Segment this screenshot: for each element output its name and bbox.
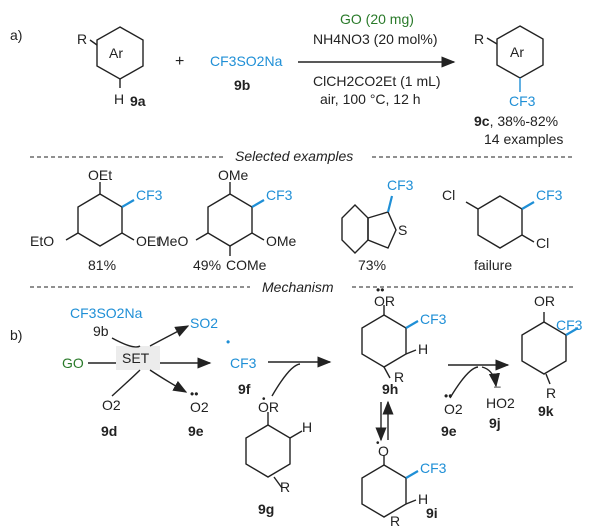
enone-9i-structure (361, 455, 419, 518)
mech-so2: SO2 (190, 315, 218, 331)
example-2-sub-left: MeO (158, 233, 188, 249)
example-1-cf3: CF3 (136, 187, 163, 203)
condition-air: air, 100 °C, 12 h (320, 91, 421, 107)
plus-sign: + (175, 53, 184, 70)
enone-cf3: CF3 (420, 460, 447, 476)
mechanism-header: Mechanism (262, 279, 334, 295)
mech-reagent-id: 9b (93, 323, 109, 339)
product-9k-structure (521, 312, 579, 385)
superoxide-charge: •• (190, 387, 198, 401)
phenol-radical-dot: • (262, 394, 266, 405)
example-1-result: 81% (88, 257, 116, 273)
mech-superoxide2-id: 9e (441, 423, 457, 439)
mech-reagent: CF3SO2Na (70, 305, 143, 321)
adduct-r: R (394, 369, 404, 385)
product-yield-line: 9c, 38%-82% (474, 113, 558, 129)
enone-radical-dot: • (376, 438, 380, 449)
adduct-9h-structure (361, 305, 419, 379)
mech-ho2: HO2 (486, 395, 515, 411)
part-b-label: b) (10, 327, 22, 343)
example-3-cf3: CF3 (387, 177, 414, 193)
product-9c-structure (486, 25, 544, 92)
adduct-h: H (418, 341, 428, 357)
product-r: R (474, 31, 484, 47)
phenol-r: R (280, 479, 290, 495)
condition-nh4no3: NH4NO3 (20 mol%) (313, 31, 437, 47)
enone-r: R (390, 513, 400, 529)
example-3-structure (341, 195, 397, 254)
selected-examples-header: Selected examples (235, 148, 353, 164)
set-arrows (88, 325, 212, 397)
phenol-or: OR (258, 399, 279, 415)
example-2-result: 49% (193, 257, 221, 273)
product-id: 9c (474, 113, 490, 129)
mech-superoxide-id: 9e (188, 423, 204, 439)
product-9k-or: OR (534, 293, 555, 309)
mech-superoxide2: O2 (444, 401, 463, 417)
adduct-id: 9h (382, 381, 398, 397)
mech-o2: O2 (102, 397, 121, 413)
phenol-id: 9g (258, 501, 274, 517)
example-1-sub-left: EtO (30, 233, 54, 249)
reagent-id: 9b (234, 77, 250, 93)
product-9k-id: 9k (538, 403, 554, 419)
mech-o2-id: 9d (101, 423, 117, 439)
substrate-h: H (114, 91, 124, 107)
mech-cf3-radical: CF3 (230, 355, 257, 371)
example-2-sub-bottom: COMe (226, 257, 267, 273)
oxidation-arrows (448, 359, 510, 399)
set-box (116, 346, 160, 370)
product-ar: Ar (510, 44, 524, 60)
mech-ho2-id: 9j (489, 415, 501, 431)
substrate-id: 9a (130, 93, 146, 109)
product-9k-r: R (546, 385, 556, 401)
example-2-sub-right: OMe (266, 233, 297, 249)
part-a-label: a) (10, 27, 22, 43)
adduct-radical-dots: •• (376, 283, 384, 297)
example-4-cf3: CF3 (536, 187, 563, 203)
enone-o: O (378, 443, 389, 459)
substrate-9a-structure (89, 26, 144, 88)
substrate-ar: Ar (109, 45, 123, 61)
mech-superoxide: O2 (190, 399, 209, 415)
cf3-radical-dot: • (226, 335, 230, 349)
ho2-charge: – (494, 379, 501, 393)
mech-cf3-radical-id: 9f (238, 381, 251, 397)
example-3-result: 73% (358, 257, 386, 273)
product-9k-cf3: CF3 (556, 317, 583, 333)
mech-set: SET (122, 350, 150, 366)
example-4-structure (465, 195, 535, 249)
substrate-r: R (77, 31, 87, 47)
equilibrium-arrows (375, 400, 394, 442)
enone-id: 9i (426, 505, 438, 521)
reagent-9b: CF3SO2Na (210, 53, 283, 69)
enone-h: H (418, 491, 428, 507)
superoxide2-charge: •• (444, 389, 452, 403)
example-4-sub-cl-right: Cl (536, 235, 549, 251)
product-examples: 14 examples (484, 131, 563, 147)
example-4-sub-cl-left: Cl (442, 187, 455, 203)
addition-arrows (268, 356, 332, 397)
adduct-or: OR (374, 293, 395, 309)
example-1-structure (65, 182, 135, 247)
condition-go: GO (20 mg) (340, 11, 414, 27)
condition-solvent: ClCH2CO2Et (1 mL) (313, 73, 441, 89)
example-1-sub-top: OEt (88, 167, 112, 183)
example-2-cf3: CF3 (266, 187, 293, 203)
example-3-sulfur: S (398, 222, 407, 238)
product-yield: , 38%-82% (490, 113, 558, 129)
phenol-h: H (302, 419, 312, 435)
example-2-sub-top: OMe (218, 167, 249, 183)
example-2-structure (195, 182, 265, 256)
adduct-cf3: CF3 (420, 311, 447, 327)
mech-go: GO (62, 355, 84, 371)
example-4-result: failure (474, 257, 512, 273)
phenol-9g-structure (245, 412, 303, 489)
product-cf3: CF3 (509, 93, 536, 109)
example-1-sub-right: OEt (136, 233, 160, 249)
